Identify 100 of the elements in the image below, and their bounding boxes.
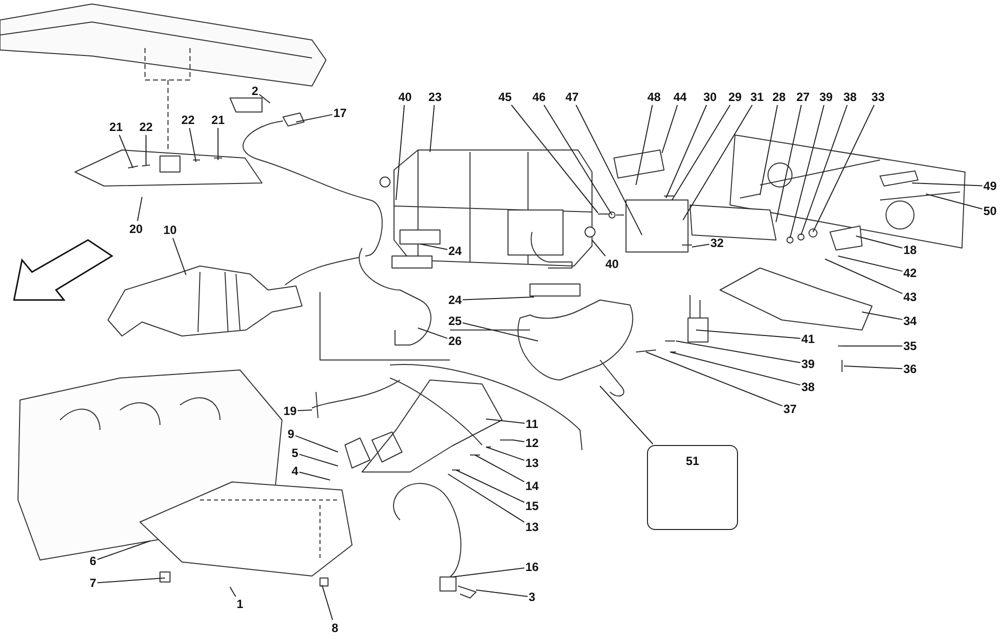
callout-number: 2	[252, 84, 258, 98]
callout-number: 19	[283, 404, 297, 418]
leader-line	[844, 366, 903, 370]
leader-line	[297, 410, 312, 412]
callout-number: 41	[801, 332, 815, 346]
callout-number: 33	[871, 90, 885, 104]
callout-number: 28	[772, 90, 786, 104]
callout-number: 35	[903, 339, 917, 353]
callout-number: 43	[903, 290, 917, 304]
callout-number: 1	[236, 597, 244, 611]
callout-number: 34	[903, 314, 917, 328]
leader-line	[776, 104, 802, 222]
callout-number: 44	[673, 90, 687, 104]
callout-number: 11	[526, 417, 538, 431]
callout-number: 4	[292, 464, 298, 478]
callout-number: 21	[211, 113, 225, 127]
callout-number: 31	[750, 90, 764, 104]
callout-number: 18	[903, 243, 917, 257]
callout-number: 38	[801, 380, 815, 394]
leader-line	[448, 474, 525, 523]
callout-number: 27	[796, 90, 810, 104]
leader-line	[296, 114, 333, 122]
callout-number: 22	[139, 120, 153, 134]
leader-line	[189, 128, 196, 162]
leader-line	[576, 104, 642, 236]
callout-number: 25	[448, 314, 462, 328]
callout-number: 9	[288, 427, 294, 441]
leader-line	[824, 258, 903, 294]
leader-line	[800, 104, 848, 236]
leader-line	[790, 104, 824, 238]
leader-line	[486, 418, 526, 424]
leader-line	[474, 454, 525, 482]
leader-line	[670, 352, 801, 386]
leader-line	[258, 94, 270, 104]
leader-line	[682, 104, 753, 220]
callout-number: 26	[448, 334, 462, 348]
leader-line	[912, 182, 983, 186]
callout-number: 12	[525, 436, 539, 450]
leader-line	[926, 194, 983, 210]
callout-number: 8	[332, 621, 338, 635]
leader-line	[322, 584, 334, 620]
callout-number: 23	[428, 90, 442, 104]
leader-line	[838, 256, 903, 272]
callout-number: 21	[109, 120, 123, 134]
callout-number: 46	[532, 90, 546, 104]
callout-box	[647, 445, 738, 530]
callout-number: 13	[525, 520, 539, 534]
callout-number: 30	[703, 90, 717, 104]
leader-line	[543, 104, 612, 216]
callout-number: 29	[728, 90, 742, 104]
callout-number: 24	[448, 244, 462, 258]
callout-number: 48	[647, 90, 661, 104]
leader-line	[396, 104, 405, 200]
leader-line	[462, 322, 538, 342]
callout-number: 37	[783, 402, 797, 416]
leader-line	[856, 236, 903, 248]
callout-number: 42	[903, 266, 917, 280]
leader-line	[696, 330, 801, 339]
leader-line	[118, 134, 134, 168]
callout-number: 6	[90, 554, 96, 568]
leader-line	[96, 578, 166, 584]
leader-line	[430, 104, 435, 152]
leader-line	[456, 470, 525, 503]
callout-number: 22	[181, 113, 195, 127]
leader-line	[298, 454, 338, 466]
leader-line	[692, 244, 710, 248]
callout-number: 40	[605, 257, 619, 271]
leader-line	[96, 540, 150, 560]
leader-line	[600, 386, 654, 444]
leader-line	[420, 244, 448, 250]
callout-number: 36	[903, 362, 917, 376]
leader-line	[662, 104, 678, 154]
leader-line	[452, 567, 525, 578]
leader-line	[646, 352, 783, 406]
callout-number: 40	[398, 90, 412, 104]
callout-number: 38	[843, 90, 857, 104]
leader-line	[294, 435, 338, 452]
leader-line	[672, 104, 731, 200]
leader-line	[592, 240, 606, 256]
callout-number: 7	[90, 576, 96, 590]
callout-number: 15	[525, 499, 539, 513]
callout-number: 16	[525, 560, 539, 574]
callout-number: 50	[983, 204, 997, 218]
leader-line	[230, 586, 236, 598]
leader-line	[172, 238, 186, 276]
callout-number: 5	[292, 446, 298, 460]
leader-line	[666, 104, 708, 198]
leader-line	[760, 104, 778, 196]
callout-number: 39	[819, 90, 833, 104]
callout-number: 51	[686, 454, 700, 468]
leader-line	[636, 104, 653, 186]
leader-line	[137, 196, 142, 222]
callout-number: 17	[333, 106, 347, 120]
callout-number: 13	[525, 456, 539, 470]
callout-number: 47	[565, 90, 579, 104]
callout-number: 14	[525, 479, 539, 493]
leader-line	[298, 472, 330, 480]
callout-number: 39	[801, 357, 815, 371]
leader-line	[512, 440, 525, 442]
callout-number: 32	[710, 236, 724, 250]
